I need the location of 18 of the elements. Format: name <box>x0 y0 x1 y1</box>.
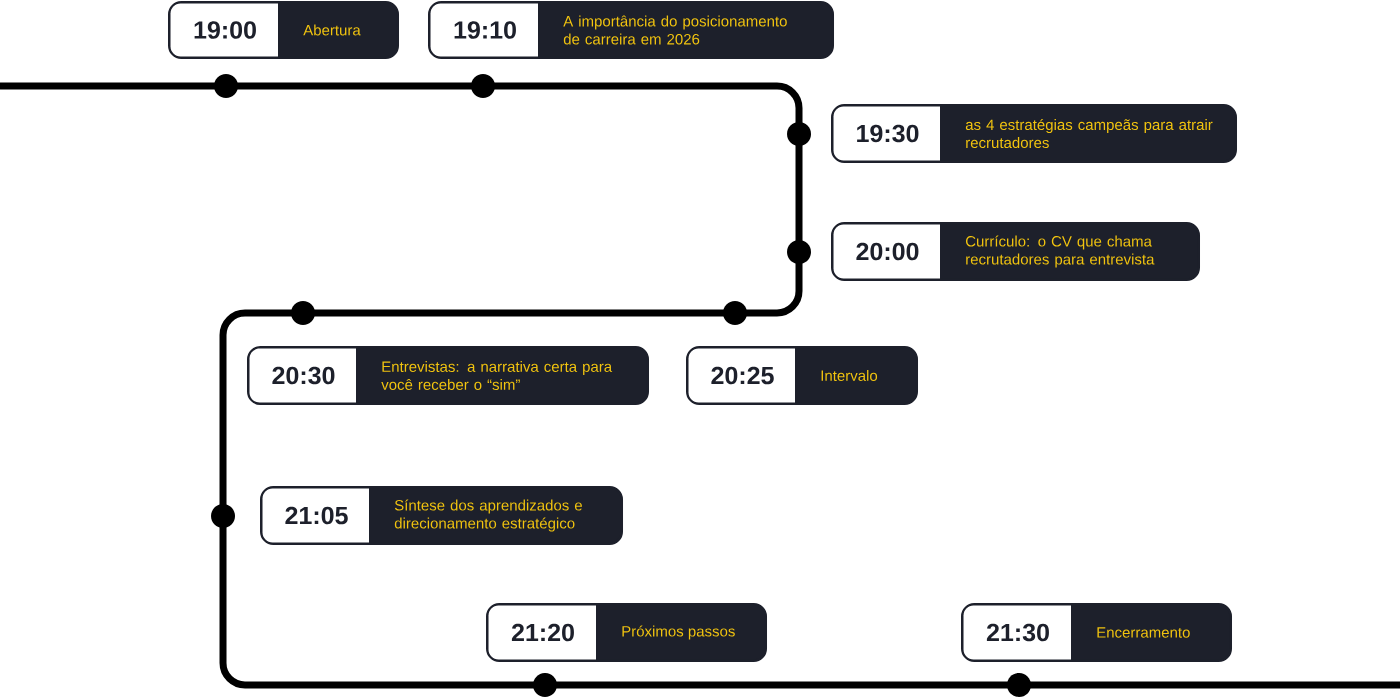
time-label: 19:00 <box>194 21 256 39</box>
time-label: 19:30 <box>857 124 919 143</box>
session-title: as 4 estratégias campeãs para atrair recrutadores <box>965 118 1213 149</box>
time-label: 21:05 <box>285 506 348 525</box>
session-title: A importância do posicionamento de carreira em 2026 <box>563 15 787 45</box>
time-label: 20:00 <box>856 242 919 261</box>
time-label: 21:20 <box>511 623 574 642</box>
session-title: Encerramento <box>1097 627 1190 638</box>
time-label: 19:10 <box>454 21 516 39</box>
session-title: Intervalo <box>821 370 878 381</box>
session-title: Currículo: o CV que chama recrutadores para entrevista <box>965 235 1155 268</box>
session-title: Entrevistas: a narrativa certa para você receber o “sim” <box>381 361 613 390</box>
time-label: 20:30 <box>272 366 335 385</box>
session-title: Abertura <box>303 24 361 36</box>
session-title: Próximos passos <box>622 625 735 640</box>
time-label: 21:30 <box>986 623 1049 642</box>
time-label: 20:25 <box>711 366 774 385</box>
session-title: Síntese dos aprendizados e direcionamento estratégico <box>394 499 582 532</box>
